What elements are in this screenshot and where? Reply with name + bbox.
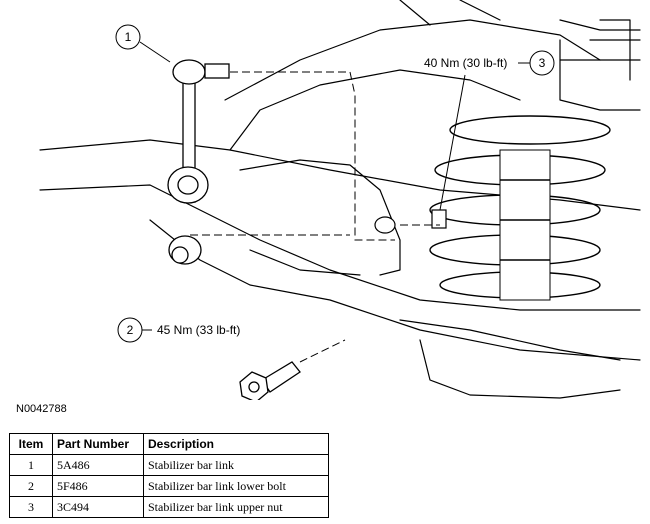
suspension-diagram: 1 2 45 Nm (33 lb-ft) 40 Nm (30 lb-ft) 3 (39, 0, 641, 400)
callout-3-torque: 40 Nm (30 lb-ft) (424, 56, 507, 70)
callout-3-number: 3 (539, 56, 546, 70)
header-item: Item (9, 433, 53, 455)
callout-2-number: 2 (127, 323, 134, 337)
row-description: Stabilizer bar link (143, 454, 329, 476)
table-row: 3 3C494 Stabilizer bar link upper nut (9, 496, 329, 518)
coil-spring (429, 115, 611, 301)
callout-3: 40 Nm (30 lb-ft) 3 (424, 50, 555, 211)
callout-2: 2 45 Nm (33 lb-ft) (117, 317, 240, 343)
header-part-number: Part Number (52, 433, 144, 455)
callout-1: 1 (115, 24, 171, 63)
row-item: 3 (9, 496, 53, 518)
row-part-number: 5F486 (52, 475, 144, 497)
row-description: Stabilizer bar link upper nut (143, 496, 329, 518)
upper-tower (559, 19, 641, 111)
parts-table: Item Part Number Description 1 5A486 Sta… (9, 433, 329, 518)
row-item: 1 (9, 454, 53, 476)
row-description: Stabilizer bar link lower bolt (143, 475, 329, 497)
table-row: 2 5F486 Stabilizer bar link lower bolt (9, 475, 329, 497)
bracket (239, 159, 401, 276)
callout-1-number: 1 (125, 30, 132, 44)
crossmember (224, 19, 601, 151)
header-description: Description (143, 433, 329, 455)
row-part-number: 3C494 (52, 496, 144, 518)
lower-bolt (239, 361, 301, 400)
figure-id: N0042788 (16, 403, 67, 415)
row-item: 2 (9, 475, 53, 497)
frame-rail (149, 0, 641, 361)
stabilizer-bar-link (167, 59, 230, 265)
assembly-lines (190, 71, 440, 363)
table-row: 1 5A486 Stabilizer bar link (9, 454, 329, 476)
parts-table-header: Item Part Number Description (9, 433, 329, 455)
lower-arm (39, 139, 641, 311)
callout-2-torque: 45 Nm (33 lb-ft) (157, 323, 240, 337)
row-part-number: 5A486 (52, 454, 144, 476)
upper-nut (374, 209, 447, 234)
shock-mount (399, 319, 621, 399)
